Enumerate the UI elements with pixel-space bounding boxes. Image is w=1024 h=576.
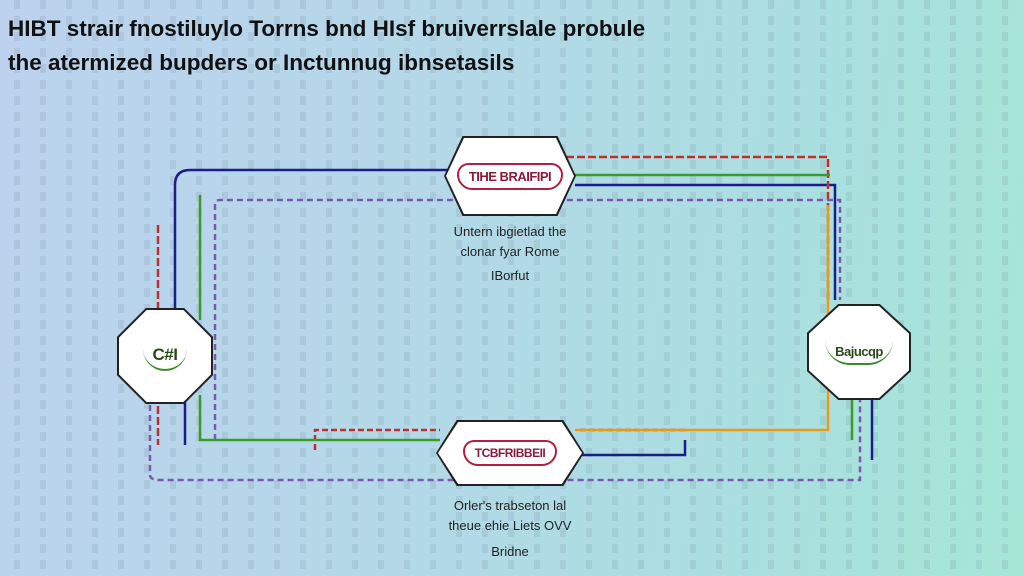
- left-octagon-node[interactable]: C#I: [117, 308, 213, 404]
- node-logo: C#I: [142, 341, 188, 371]
- caption-line: theue ehie Liets OVV: [448, 518, 572, 533]
- purple-dashed-line-bottom: [148, 395, 862, 482]
- navy-line-top: [173, 168, 450, 320]
- bottom-hexagon-node[interactable]: TCBFRIBBEII: [436, 420, 584, 486]
- caption-line: clonar fyar Rome: [460, 244, 560, 259]
- caption-line: Untern ibgietlad the: [453, 224, 567, 239]
- red-line-top: [555, 155, 830, 300]
- navy-line-bottom: [575, 440, 687, 457]
- page-title: HIBT strair fnostiluylo Torrns bnd HIsf …: [8, 12, 645, 80]
- node-logo: TCBFRIBBEII: [462, 440, 558, 466]
- title-line-2: the atermized bupders or Inctunnug ibnse…: [8, 50, 515, 75]
- node-logo: Bajucqp: [825, 340, 893, 365]
- red-line-bottom: [313, 428, 685, 450]
- top-hexagon-node[interactable]: TIHE BRAIFIPI: [444, 136, 576, 216]
- title-line-1: HIBT strair fnostiluylo Torrns bnd HIsf …: [8, 16, 646, 41]
- navy-line-right: [575, 183, 874, 460]
- caption-line: IBorfut: [490, 268, 530, 283]
- caption-line: Bridne: [491, 544, 529, 559]
- orange-line: [575, 205, 830, 432]
- caption-line: Orler's trabseton lal: [453, 498, 567, 513]
- purple-dashed-line-top: [213, 198, 842, 440]
- center-caption: Untern ibgietlad the clonar fyar Rome IB…: [425, 222, 595, 286]
- node-logo: TIHE BRAIFIPI: [456, 162, 564, 190]
- green-line-left: [198, 195, 440, 442]
- right-octagon-node[interactable]: Bajucqp: [807, 304, 911, 400]
- bottom-caption: Orler's trabseton lal theue ehie Liets O…: [425, 496, 595, 562]
